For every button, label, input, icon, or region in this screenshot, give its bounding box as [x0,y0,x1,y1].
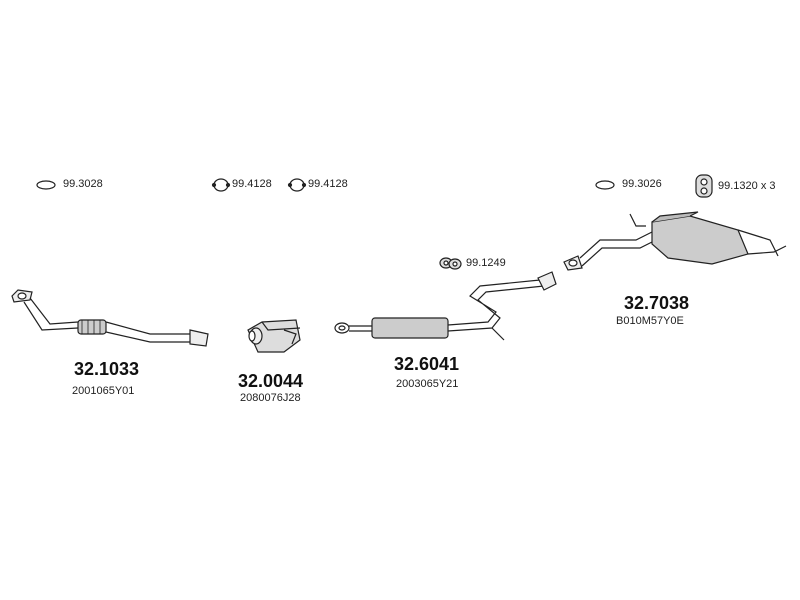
hardware-label: 99.4128 [308,178,348,190]
rear-silencer-icon [563,211,787,271]
part-number: 32.1033 [74,359,140,379]
part-code: 2001065Y01 [72,385,135,397]
ring-gasket-icon [287,178,307,192]
part-number: 32.6041 [394,354,460,374]
rubber-hanger-icon [695,174,713,198]
part-code: 2003065Y21 [396,378,459,390]
oval-gasket-icon [595,180,615,190]
front-pipe-icon [11,289,209,347]
ring-gasket-icon [211,178,231,192]
hardware-label: 99.3028 [63,178,103,190]
part-code: 2080076J28 [240,392,301,404]
hardware-label: 99.1320 x 3 [718,180,776,192]
catalytic-converter-icon [247,319,301,353]
hardware-label: 99.3026 [622,178,662,190]
part-number: 32.7038 [624,293,690,313]
part-code: B010M57Y0E [616,315,684,327]
rubber-mount-icon [439,257,462,270]
oval-gasket-icon [36,180,56,190]
hardware-label: 99.4128 [232,178,272,190]
part-number: 32.0044 [238,371,304,391]
hardware-label: 99.1249 [466,257,506,269]
middle-silencer-icon [334,271,557,341]
